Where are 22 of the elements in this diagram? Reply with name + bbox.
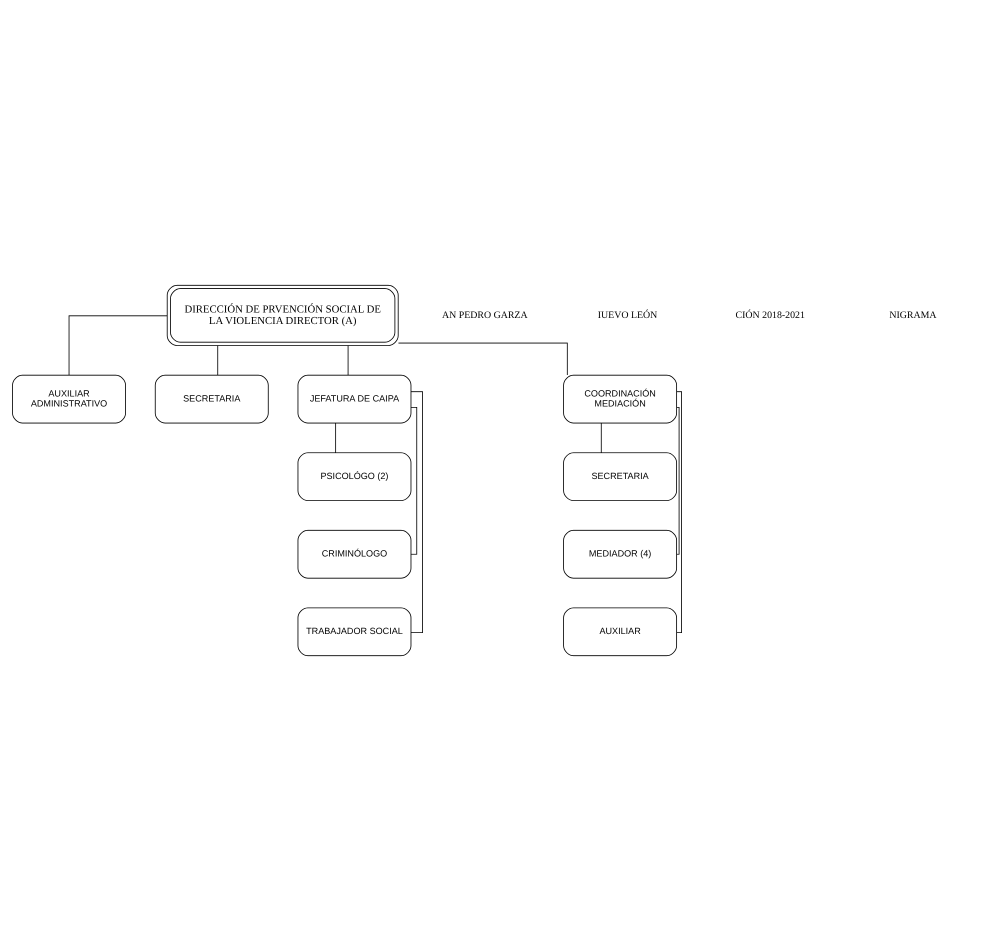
connector <box>217 345 218 376</box>
connector <box>600 422 602 453</box>
label: IUEVO LEÓN <box>598 310 658 321</box>
node-box: SECRETARIA <box>563 452 678 502</box>
connector <box>68 315 168 376</box>
connector <box>335 422 336 453</box>
node-box: AUXILIAR <box>563 607 678 656</box>
node-box: DIRECCIÓN DE PRVENCIÓN SOCIAL DE LA VIOLENCIA DIRECTOR (A) <box>166 284 399 346</box>
node-box: JEFATURA DE CAIPA <box>298 374 412 424</box>
label: NIGRAMA <box>889 310 937 321</box>
node-box: CRIMINÓLOGO <box>298 530 412 579</box>
connector <box>398 342 568 376</box>
label: CIÓN 2018-2021 <box>736 310 805 321</box>
node-box: PSICOLÓGO (2) <box>298 452 412 502</box>
node-box: MEDIADOR (4) <box>563 530 678 579</box>
node-box: COORDINACIÓN MEDIACIÓN <box>563 374 678 424</box>
connector <box>410 406 418 555</box>
node-box: AUXILIAR ADMINISTRATIVO <box>12 374 126 424</box>
node-box: SECRETARIA <box>154 374 269 424</box>
node-box: TRABAJADOR SOCIAL <box>298 607 412 656</box>
label: AN PEDRO GARZA <box>442 310 528 321</box>
connector <box>676 406 680 555</box>
